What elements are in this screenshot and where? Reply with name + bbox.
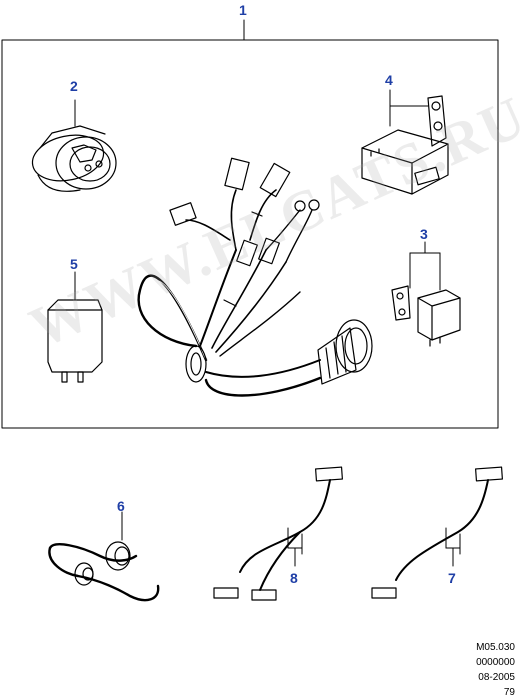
reference-line-4: 79 bbox=[503, 687, 515, 695]
part-1-harness bbox=[137, 157, 373, 397]
reference-line-2: 0000000 bbox=[476, 657, 515, 668]
part-5-relay bbox=[47, 271, 103, 383]
callout-3: 3 bbox=[420, 226, 428, 242]
part-7-harness bbox=[371, 466, 503, 599]
callout-4: 4 bbox=[385, 72, 393, 88]
callout-8: 8 bbox=[290, 570, 298, 586]
reference-block: M05.030 0000000 08-2005 79 bbox=[476, 640, 515, 695]
callout-1: 1 bbox=[239, 2, 247, 18]
part-4-module bbox=[361, 89, 449, 195]
callout-5: 5 bbox=[70, 256, 78, 272]
callout-7: 7 bbox=[448, 570, 456, 586]
part-2-socket bbox=[31, 99, 117, 192]
reference-line-1: M05.030 bbox=[476, 642, 515, 653]
assembly-frame bbox=[1, 39, 499, 429]
reference-line-3: 08-2005 bbox=[478, 672, 515, 683]
part-6-cable bbox=[48, 511, 160, 602]
part-3-relay bbox=[391, 241, 461, 347]
callout-2: 2 bbox=[70, 78, 78, 94]
part-8-harness bbox=[213, 466, 343, 601]
callout-6: 6 bbox=[117, 498, 125, 514]
